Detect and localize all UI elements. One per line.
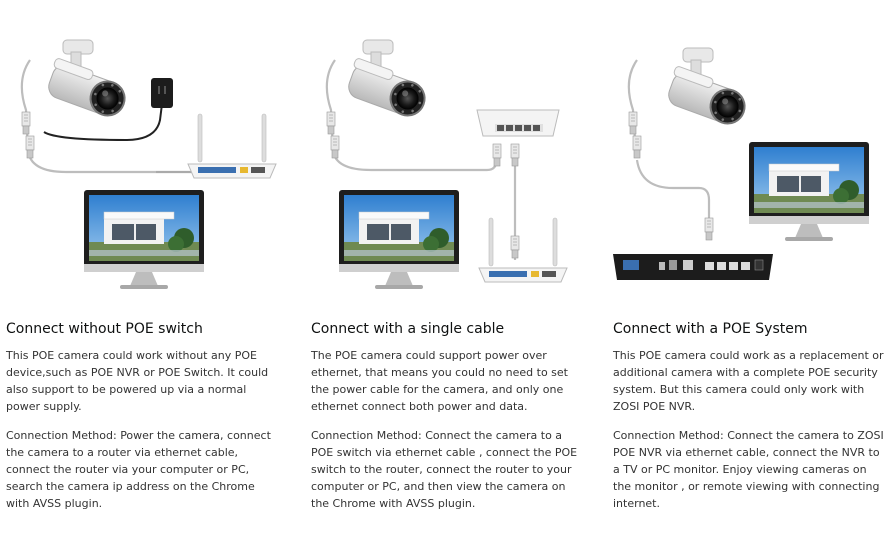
section-heading: Connect without POE switch [6,321,203,337]
power-adapter-icon [151,78,173,108]
diagram-single-cable [325,39,568,290]
bullet-camera-icon [342,39,432,122]
section-description: This POE camera could work without any P… [6,349,269,413]
section-method: Connection Method: Connect the camera to… [311,429,578,510]
section-description: This POE camera could work as a replacem… [613,349,884,413]
section-heading: Connect with a single cable [311,321,505,337]
nvr-icon [613,254,773,280]
section-heading: Connect with a POE System [613,321,808,337]
bullet-camera-icon [42,39,132,122]
monitor-icon [338,189,460,290]
section-method: Connection Method: Power the camera, con… [6,429,271,510]
diagram-no-poe-switch [20,39,277,290]
poe-switch-icon [476,109,560,137]
router-icon [478,217,568,283]
monitor-icon [83,189,205,290]
bullet-camera-icon [662,47,752,130]
section-method: Connection Method: Connect the camera to… [613,429,884,510]
section-description: The POE camera could support power over … [311,349,568,413]
monitor-icon [748,141,870,242]
diagram-poe-system [613,47,870,280]
router-icon [187,113,277,179]
